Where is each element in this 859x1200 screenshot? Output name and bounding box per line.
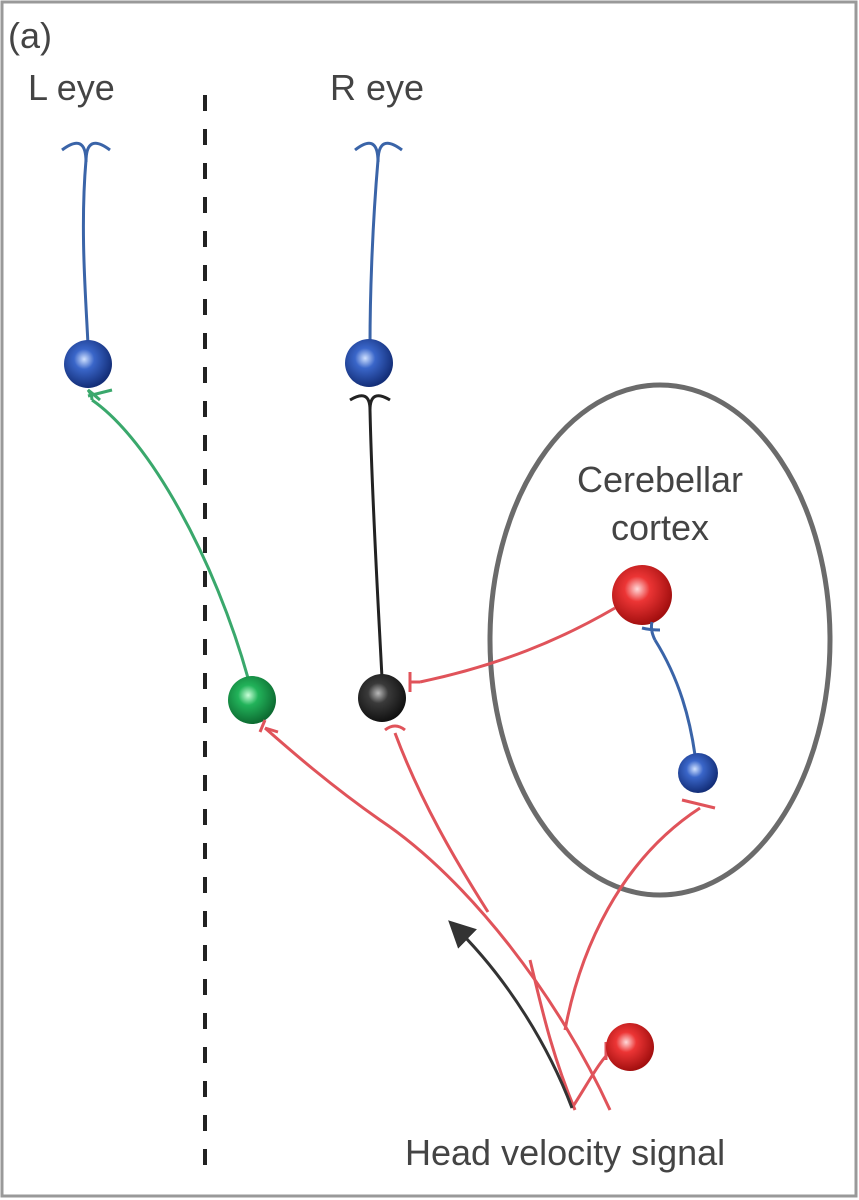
right-eye-motor-neuron <box>345 141 403 387</box>
vestibular-afferent-cell <box>606 1023 654 1071</box>
cerebellar-label-line1: Cerebellar <box>577 459 743 500</box>
granule-cell <box>641 621 718 793</box>
head-velocity-label: Head velocity signal <box>405 1132 725 1173</box>
purkinje-cell-body <box>612 565 672 625</box>
granule-cell-body <box>678 753 718 793</box>
green-neuron-cell <box>228 676 276 724</box>
left-eye-motor-neuron <box>61 141 112 388</box>
black-neuron <box>349 394 406 722</box>
cerebellar-cortex-outline <box>487 382 833 898</box>
signal-direction-arrow <box>448 920 574 1109</box>
left-eye-neuron-cell <box>64 340 112 388</box>
right-eye-label: R eye <box>330 67 424 108</box>
panel-label: (a) <box>8 15 52 56</box>
left-eye-label: L eye <box>28 67 115 108</box>
cerebellar-label-line2: cortex <box>611 507 709 548</box>
head-velocity-fibers <box>258 719 716 1111</box>
right-eye-neuron-cell <box>345 339 393 387</box>
green-interneuron <box>86 388 276 724</box>
purkinje-cell <box>408 565 672 692</box>
black-neuron-cell <box>358 674 406 722</box>
